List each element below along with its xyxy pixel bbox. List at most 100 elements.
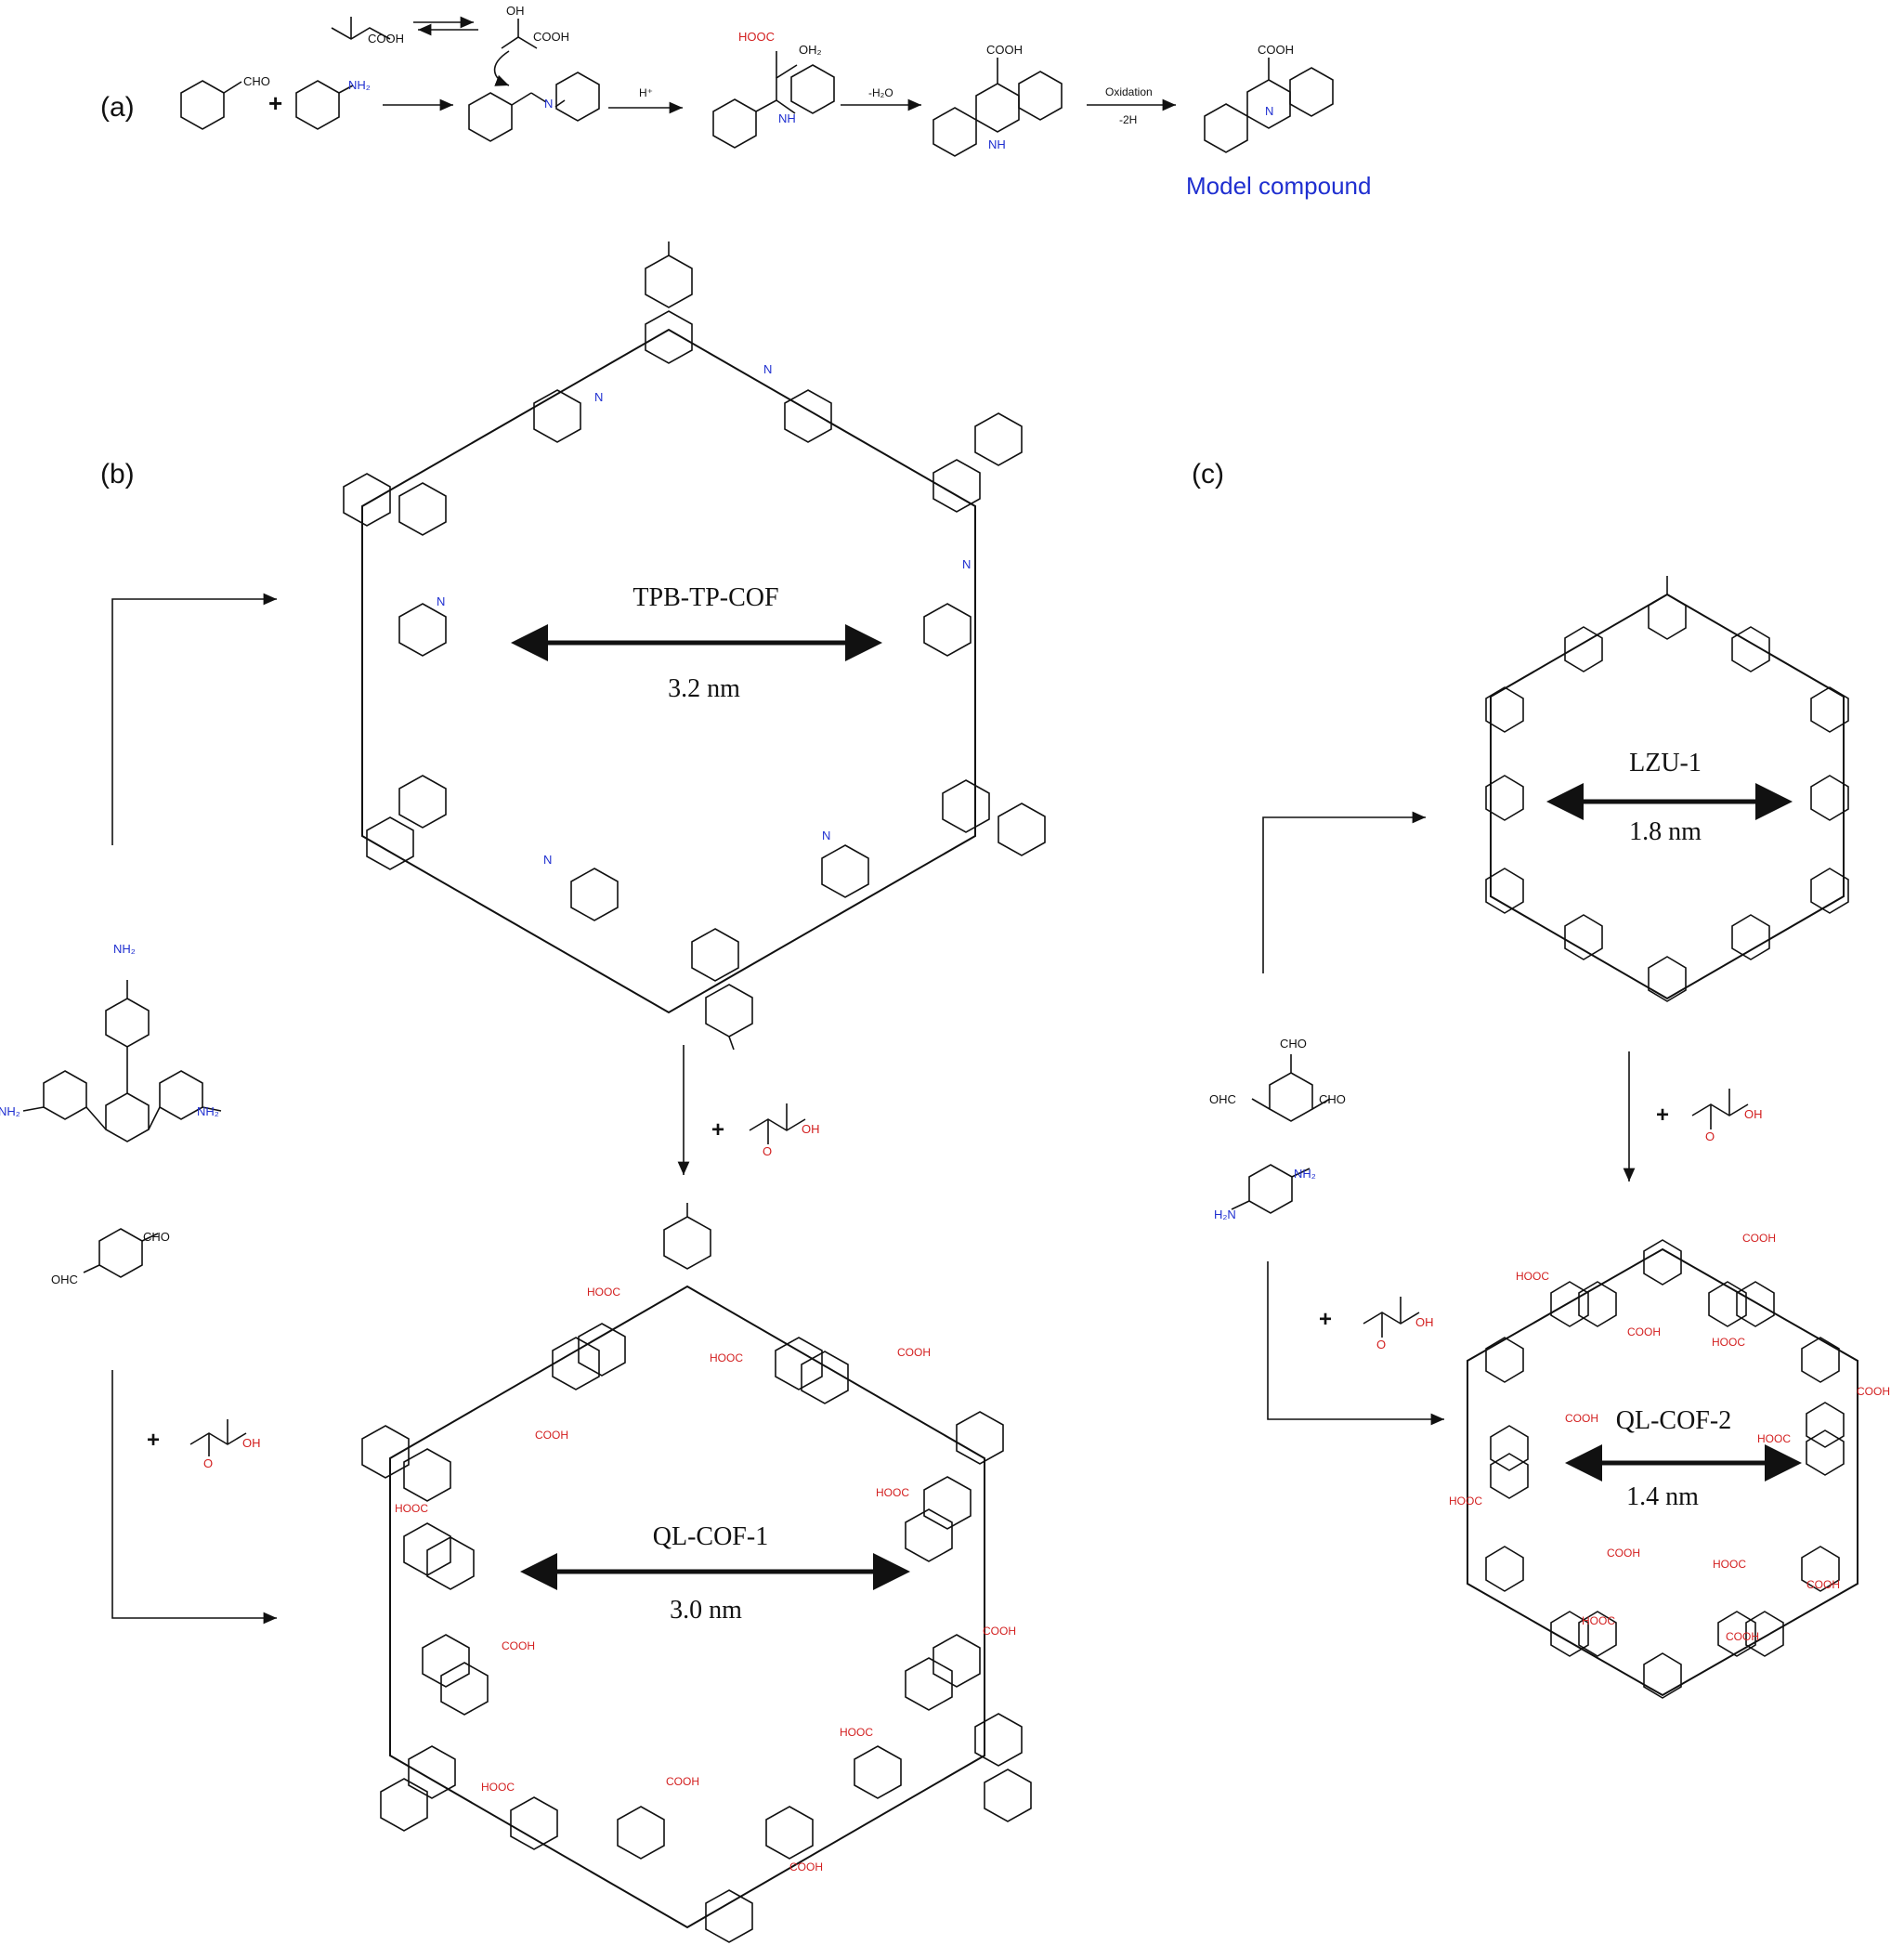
ql2-hooc-4: HOOC: [1757, 1432, 1791, 1445]
tpb-ring-top: [645, 241, 693, 364]
o-label-b-mid: O: [763, 1144, 772, 1158]
tpb-n-1: N: [594, 390, 603, 404]
ql1-cooh-6: COOH: [789, 1860, 823, 1873]
nh-int2-label: NH: [778, 111, 796, 125]
oh-label-c-left: OH: [1415, 1315, 1434, 1329]
tpb-tp-cof-size: 3.2 nm: [668, 674, 740, 703]
tapb-nh2-right: NH₂: [197, 1104, 219, 1118]
ql1-hooc-3: HOOC: [395, 1502, 428, 1515]
oh-label-b-mid: OH: [802, 1122, 820, 1136]
ql2-cooh-4: COOH: [1857, 1385, 1890, 1398]
tp-cho-label: CHO: [143, 1230, 170, 1244]
plus-b-left: +: [147, 1428, 160, 1453]
plus-a: +: [268, 89, 282, 117]
cooh-top-label: COOH: [368, 32, 404, 46]
tpb-tp-cof-framework: [343, 241, 1046, 1051]
pyruvic-acid-top: [331, 17, 391, 40]
minus-2h-label: -2H: [1119, 113, 1137, 126]
oh-label: OH: [506, 4, 525, 18]
ql-cof-1-name: QL-COF-1: [653, 1522, 768, 1551]
btca-cho-right: CHO: [1319, 1092, 1346, 1106]
intermediate-3-structure: [932, 58, 1063, 157]
ql-cof-2-framework: [1467, 1239, 1858, 1699]
hooc-int2-label: HOOC: [738, 30, 775, 44]
plus-c-left: +: [1319, 1307, 1332, 1332]
ql1-cooh-3: COOH: [502, 1639, 535, 1652]
ql2-hooc-6: HOOC: [1582, 1614, 1615, 1627]
ql1-cooh-1: COOH: [897, 1346, 931, 1359]
pyruvic-acid-b-mid: [749, 1103, 806, 1144]
ql2-hooc-3: HOOC: [1449, 1495, 1482, 1508]
tp-ohc-label: OHC: [51, 1273, 78, 1286]
scheme-a: CHO + NH₂ COOH OH COOH: [180, 4, 1371, 200]
pyruvic-acid-c-mid: [1691, 1089, 1749, 1129]
benzaldehyde-structure: [180, 80, 242, 130]
tpb-tp-cof-name: TPB-TP-COF: [632, 583, 778, 612]
minus-h2o-label: -H₂O: [868, 86, 893, 99]
lzu-1-framework: [1485, 576, 1849, 1002]
pyruvic-acid-c-left: [1363, 1297, 1420, 1338]
tpb-n-6: N: [822, 829, 830, 842]
tapb-monomer: [22, 980, 222, 1142]
tpb-n-5: N: [543, 853, 552, 867]
arrow-c-to-ql2: [1267, 1261, 1444, 1426]
oh-label-c-mid: OH: [1744, 1107, 1763, 1121]
ql2-hooc-1: HOOC: [1516, 1270, 1549, 1283]
ql2-cooh-2: COOH: [1627, 1325, 1661, 1338]
o-label-c-mid: O: [1705, 1129, 1715, 1143]
intermediate-2-structure: [712, 51, 835, 149]
tpb-n-3: N: [437, 594, 445, 608]
arrow-b-to-tpb: [111, 593, 277, 845]
o-label-b-left: O: [203, 1456, 213, 1470]
ql1-hooc-5: HOOC: [840, 1726, 873, 1739]
ql2-hooc-2: HOOC: [1712, 1336, 1745, 1349]
n-prod-label: N: [1265, 104, 1273, 118]
tpb-ring-bottom: [691, 928, 753, 1051]
ppda-nh2: NH₂: [1294, 1167, 1316, 1181]
btca-ohc: OHC: [1209, 1092, 1236, 1106]
panel-b: NH₂ NH₂ NH₂ CHO OHC + O OH: [0, 241, 1046, 1943]
panel-label-a: (a): [100, 92, 135, 123]
tapb-nh2-left: NH₂: [0, 1104, 20, 1118]
aniline-structure: [295, 80, 354, 130]
oh-label-b-left: OH: [242, 1436, 261, 1450]
ppda-monomer: [1231, 1164, 1311, 1214]
lzu-1-size: 1.8 nm: [1629, 817, 1702, 846]
ql2-cooh-5: COOH: [1607, 1547, 1640, 1560]
tapb-nh2-top: NH₂: [113, 942, 136, 956]
oh2-label: OH₂: [799, 43, 822, 57]
nh-int3-label: NH: [988, 137, 1006, 151]
ql1-cooh-5: COOH: [666, 1775, 699, 1788]
panel-c: LZU-1 1.8 nm CHO OHC CHO NH₂ H₂N + O OH: [1209, 576, 1890, 1699]
ql2-cooh-7: COOH: [1726, 1630, 1759, 1643]
tpb-n-2: N: [763, 362, 772, 376]
tpb-ring-right: [932, 412, 1046, 856]
ql1-cooh-4: COOH: [983, 1625, 1016, 1638]
ql1-hooc-2: HOOC: [710, 1351, 743, 1364]
tpb-ring-left: [343, 473, 447, 870]
btca-cho-top: CHO: [1280, 1037, 1307, 1051]
plus-c-mid: +: [1656, 1103, 1669, 1128]
ql1-hooc-4: HOOC: [876, 1486, 909, 1499]
lzu-1-name: LZU-1: [1629, 749, 1702, 777]
cooh-enol-label: COOH: [533, 30, 569, 44]
ql1-hooc-1: HOOC: [587, 1286, 620, 1299]
terephthalaldehyde: [83, 1228, 159, 1278]
imine-n-label: N: [544, 97, 553, 111]
ql2-hooc-5: HOOC: [1713, 1558, 1746, 1571]
ql1-hooc-6: HOOC: [481, 1781, 515, 1794]
cooh-prod-label: COOH: [1258, 43, 1294, 57]
pyruvic-acid-b-left: [189, 1419, 247, 1456]
panel-label-c: (c): [1192, 459, 1224, 490]
arrow-c-to-lzu: [1262, 811, 1426, 973]
cooh-int3-label: COOH: [986, 43, 1023, 57]
curved-arrow: [493, 50, 510, 86]
ql-cof-1-size: 3.0 nm: [670, 1596, 742, 1625]
ql-cof-1-framework: [361, 1203, 1032, 1943]
ql2-cooh-3: COOH: [1565, 1412, 1598, 1425]
enol-structure: [501, 19, 538, 49]
h-plus-label: H⁺: [639, 86, 653, 99]
ql2-cooh-1: COOH: [1742, 1232, 1776, 1245]
ql-cof-2-name: QL-COF-2: [1616, 1406, 1731, 1435]
